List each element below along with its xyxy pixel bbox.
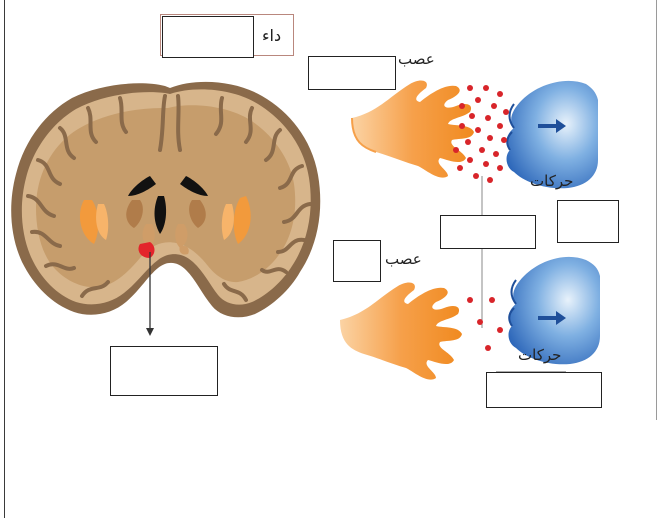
movements-label-top: حركات [530,172,573,190]
answer-box-brain-region[interactable] [110,346,218,396]
disease-label: داء [262,26,281,45]
nerve-terminal-bottom [340,283,462,380]
answer-box-neurotransmitter[interactable] [440,215,536,249]
answer-box-movements-bottom[interactable] [486,372,602,408]
answer-box-nerve-top[interactable] [308,56,396,90]
dopamine-dots-bottom [467,297,503,351]
brain-section [11,82,320,336]
answer-box-movements-top[interactable] [557,200,619,243]
nerve-label-bottom: عصب [385,250,422,268]
answer-box-disease[interactable] [162,16,254,58]
synapse-normal [352,81,598,216]
movements-label-bottom: حركات [518,346,561,364]
nerve-label-top: عصب [398,50,435,68]
answer-box-nerve-bottom[interactable] [333,240,381,282]
nerve-terminal-top [352,81,474,178]
pointer-arrowhead [146,328,154,336]
